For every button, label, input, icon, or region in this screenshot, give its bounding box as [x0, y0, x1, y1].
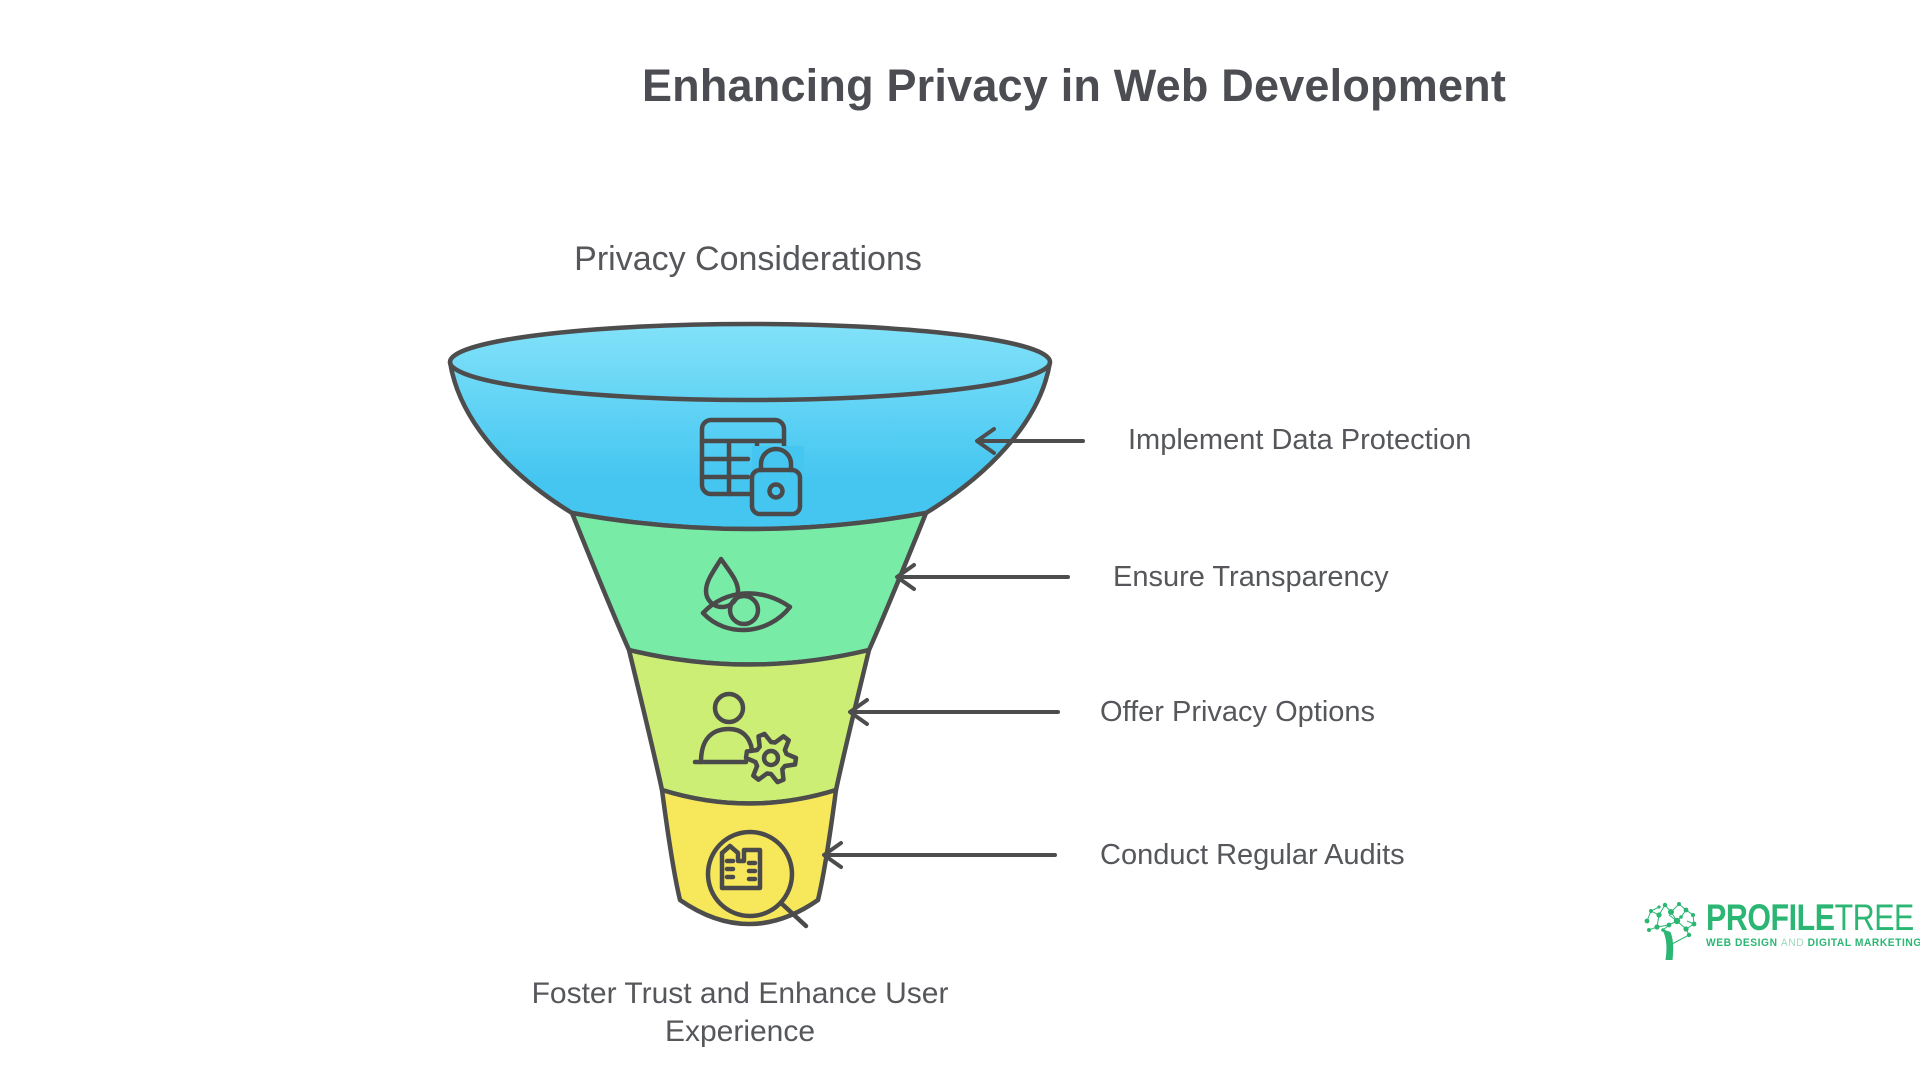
- profiletree-wordmark: PROFILETREE: [1706, 897, 1914, 938]
- funnel-segment-ensure-transparency: [569, 510, 929, 667]
- audit-magnifier-icon: [705, 829, 809, 929]
- arrow-conduct-regular-audits: [822, 841, 1057, 869]
- stage-label-offer-privacy-options: Offer Privacy Options: [1100, 696, 1376, 728]
- stage-label-ensure-transparency: Ensure Transparency: [1113, 561, 1389, 593]
- page-title: Enhancing Privacy in Web Development: [641, 60, 1507, 111]
- stage-label-implement-data-protection: Implement Data Protection: [1128, 424, 1472, 456]
- arrow-implement-data-protection: [975, 427, 1085, 455]
- funnel-bottom-label: Foster Trust and Enhance User Experience: [531, 977, 949, 1048]
- funnel-segment-offer-privacy-options: [626, 647, 872, 806]
- profiletree-logo: PROFILETREE WEB DESIGN AND DIGITAL MARKE…: [1641, 899, 1920, 961]
- funnel-top-label: Privacy Considerations: [574, 240, 922, 278]
- funnel-top-rim: [447, 361, 1053, 403]
- profiletree-tree-icon: [1644, 902, 1697, 960]
- user-gear-icon: [692, 691, 799, 785]
- stage-label-conduct-regular-audits: Conduct Regular Audits: [1100, 839, 1405, 871]
- data-table-lock-icon: [699, 417, 804, 517]
- drop-eye-icon: [700, 556, 793, 633]
- arrow-ensure-transparency: [895, 563, 1070, 591]
- profiletree-tagline: WEB DESIGN AND DIGITAL MARKETING: [1706, 937, 1920, 949]
- funnel-segment-conduct-regular-audits: [659, 787, 839, 927]
- arrow-offer-privacy-options: [848, 698, 1060, 726]
